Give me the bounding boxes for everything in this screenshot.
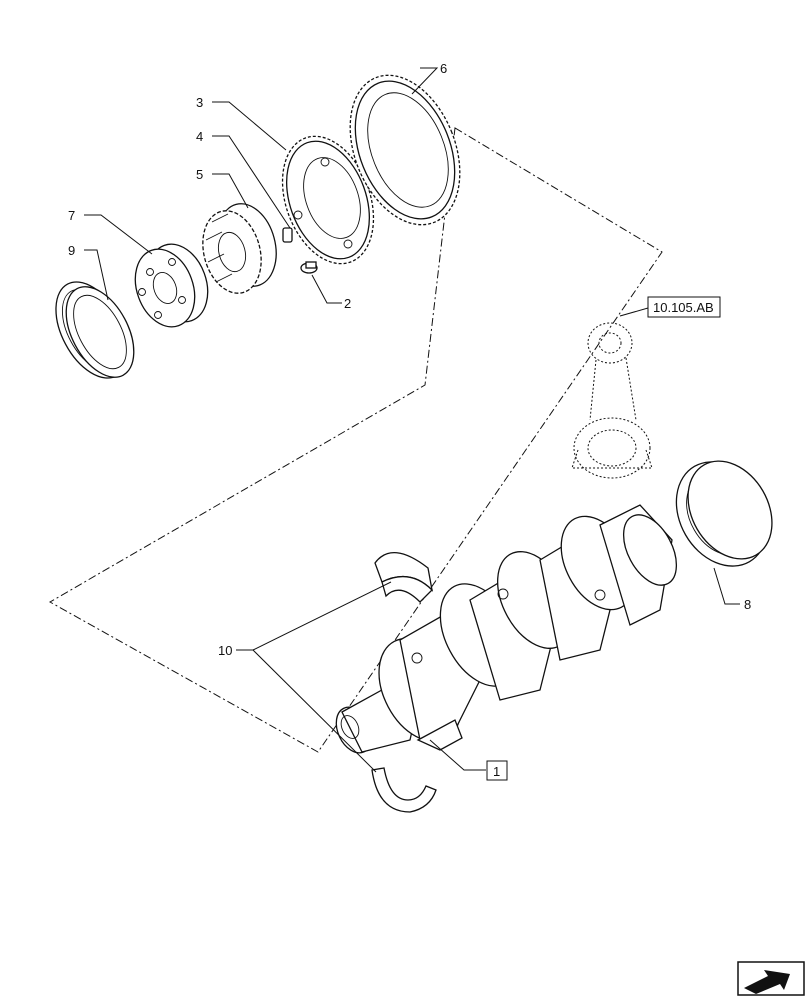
callout-3: 3 — [196, 95, 203, 110]
part-2-screw — [300, 261, 318, 274]
part-3-tone-wheel — [281, 135, 375, 265]
callout-1-box — [486, 760, 508, 781]
callout-9: 9 — [68, 243, 75, 258]
connecting-rod-reference — [571, 322, 653, 479]
callout-10: 10 — [218, 643, 232, 658]
part-5-gear — [202, 203, 277, 294]
part-4-pin — [282, 227, 293, 243]
callout-2: 2 — [344, 296, 351, 311]
part-7-hub — [134, 243, 209, 328]
callout-7: 7 — [68, 208, 75, 223]
callout-4: 4 — [196, 129, 203, 144]
part-1-crankshaft — [335, 504, 678, 754]
part-9-seal — [55, 281, 135, 379]
part-6-ring-gear — [349, 74, 461, 226]
callout-1[interactable]: 1 — [493, 764, 500, 779]
leader-lines — [84, 67, 740, 773]
part-8-rear-seal — [675, 460, 773, 567]
reference-label[interactable]: 10.105.AB — [653, 300, 714, 315]
reference-box — [647, 296, 721, 318]
part-10-bearing-lower — [371, 767, 437, 813]
part-10-bearing-upper — [374, 551, 434, 603]
callout-8: 8 — [744, 597, 751, 612]
next-page-arrow-icon[interactable] — [737, 961, 805, 996]
callout-5: 5 — [196, 167, 203, 182]
callout-6: 6 — [440, 61, 447, 76]
